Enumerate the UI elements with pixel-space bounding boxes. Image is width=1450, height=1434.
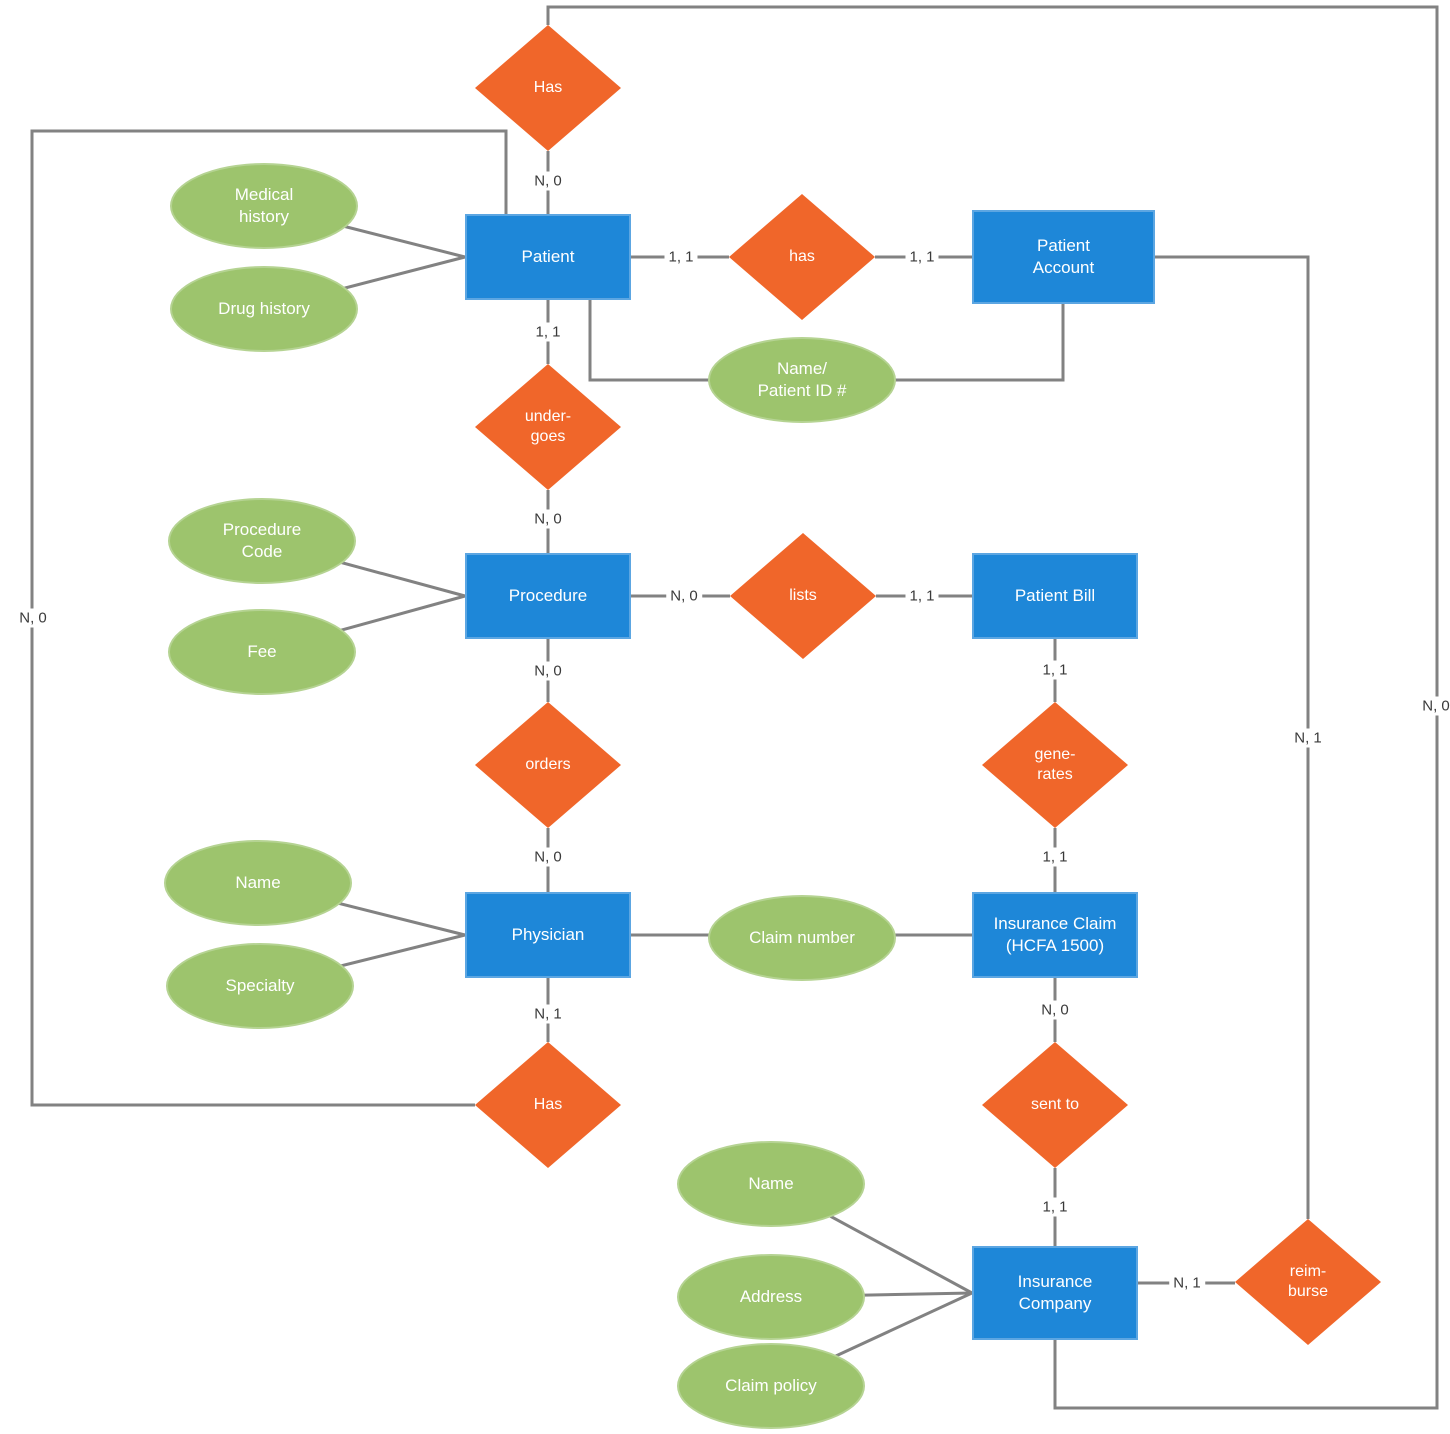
entity-label: Procedure xyxy=(508,585,588,605)
edge-patient-account-to-reimburse xyxy=(1155,255,1310,1219)
entity-label: Patient Bill xyxy=(1014,585,1096,605)
attribute-label: Procedure Code xyxy=(222,519,302,561)
relationship-label: sent to xyxy=(1030,1096,1080,1113)
relationship-generates[interactable]: gene- rates xyxy=(982,702,1128,828)
attribute-specialty[interactable]: Specialty xyxy=(166,943,354,1029)
cardinality-has-bottom-patient: N, 0 xyxy=(15,608,51,628)
edge-has-bottom-to-patient-loop xyxy=(30,129,508,1107)
attribute-label: Medical history xyxy=(234,184,294,226)
attribute-medical-history[interactable]: Medical history xyxy=(170,163,358,249)
cardinality-undergoes-procedure: N, 0 xyxy=(530,509,566,529)
cardinality-patient-has: 1, 1 xyxy=(664,247,698,267)
entity-insurance-company[interactable]: Insurance Company xyxy=(972,1246,1138,1340)
entity-physician[interactable]: Physician xyxy=(465,892,631,978)
relationship-label: lists xyxy=(789,587,817,604)
entity-label: Insurance Claim (HCFA 1500) xyxy=(993,913,1117,955)
attribute-company-name[interactable]: Name xyxy=(677,1141,865,1227)
cardinality-patient-undergoes: 1, 1 xyxy=(531,322,565,342)
relationship-sent-to[interactable]: sent to xyxy=(982,1042,1128,1168)
entity-label: Physician xyxy=(511,924,585,944)
entity-label: Patient xyxy=(521,246,575,266)
relationship-label: Has xyxy=(533,79,563,96)
attribute-label: Claim number xyxy=(749,927,855,947)
relationship-lists[interactable]: lists xyxy=(730,533,876,659)
relationship-label: has xyxy=(789,248,815,265)
attribute-fee[interactable]: Fee xyxy=(168,609,356,695)
attribute-procedure-code[interactable]: Procedure Code xyxy=(168,498,356,584)
relationship-has[interactable]: has xyxy=(729,194,875,320)
attribute-address[interactable]: Address xyxy=(677,1254,865,1340)
relationship-label: Has xyxy=(533,1096,563,1113)
cardinality-has-top-insurance-company: N, 0 xyxy=(1418,696,1450,716)
attribute-drug-history[interactable]: Drug history xyxy=(170,266,358,352)
entity-patient-bill[interactable]: Patient Bill xyxy=(972,553,1138,639)
cardinality-procedure-orders: N, 0 xyxy=(530,661,566,681)
attribute-label: Name/ Patient ID # xyxy=(757,358,847,400)
relationship-has-bottom[interactable]: Has xyxy=(475,1042,621,1168)
attribute-label: Drug history xyxy=(218,298,310,318)
entity-patient-account[interactable]: Patient Account xyxy=(972,210,1155,304)
relationship-label: gene- rates xyxy=(1034,746,1076,783)
relationship-orders[interactable]: orders xyxy=(475,702,621,828)
attribute-label: Fee xyxy=(247,641,277,661)
relationship-label: reim- burse xyxy=(1287,1263,1329,1300)
cardinality-orders-physician: N, 0 xyxy=(530,847,566,867)
cardinality-generates-insurance-claim: 1, 1 xyxy=(1038,847,1072,867)
attribute-label: Name xyxy=(235,872,281,892)
relationship-has-top[interactable]: Has xyxy=(475,25,621,151)
attribute-label: Address xyxy=(739,1286,803,1306)
relationship-label: under- goes xyxy=(524,408,572,445)
attribute-claim-number[interactable]: Claim number xyxy=(708,895,896,981)
cardinality-has-patient-account: 1, 1 xyxy=(905,247,939,267)
cardinality-has-top-patient: N, 0 xyxy=(530,171,566,191)
attribute-claim-policy[interactable]: Claim policy xyxy=(677,1343,865,1429)
relationship-label: orders xyxy=(525,756,571,773)
cardinality-lists-patient-bill: 1, 1 xyxy=(905,586,939,606)
cardinality-sent-to-insurance-company: 1, 1 xyxy=(1038,1197,1072,1217)
entity-patient[interactable]: Patient xyxy=(465,214,631,300)
attribute-label: Specialty xyxy=(225,975,295,995)
entity-label: Patient Account xyxy=(1032,235,1095,277)
attribute-physician-name[interactable]: Name xyxy=(164,840,352,926)
attribute-label: Claim policy xyxy=(725,1375,817,1395)
relationship-reimburse[interactable]: reim- burse xyxy=(1235,1219,1381,1345)
attribute-label: Name xyxy=(748,1173,794,1193)
entity-label: Insurance Company xyxy=(1017,1271,1093,1313)
cardinality-patient-bill-generates: 1, 1 xyxy=(1038,660,1072,680)
cardinality-physician-has-bottom: N, 1 xyxy=(530,1004,566,1024)
relationship-undergoes[interactable]: under- goes xyxy=(475,364,621,490)
cardinality-reimburse-patient-account: N, 1 xyxy=(1290,728,1326,748)
cardinality-insurance-company-reimburse: N, 1 xyxy=(1169,1273,1205,1293)
entity-insurance-claim[interactable]: Insurance Claim (HCFA 1500) xyxy=(972,892,1138,978)
attribute-name-patient-id[interactable]: Name/ Patient ID # xyxy=(708,337,896,423)
cardinality-insurance-claim-sent-to: N, 0 xyxy=(1037,1000,1073,1020)
cardinality-procedure-lists: N, 0 xyxy=(666,586,702,606)
entity-procedure[interactable]: Procedure xyxy=(465,553,631,639)
